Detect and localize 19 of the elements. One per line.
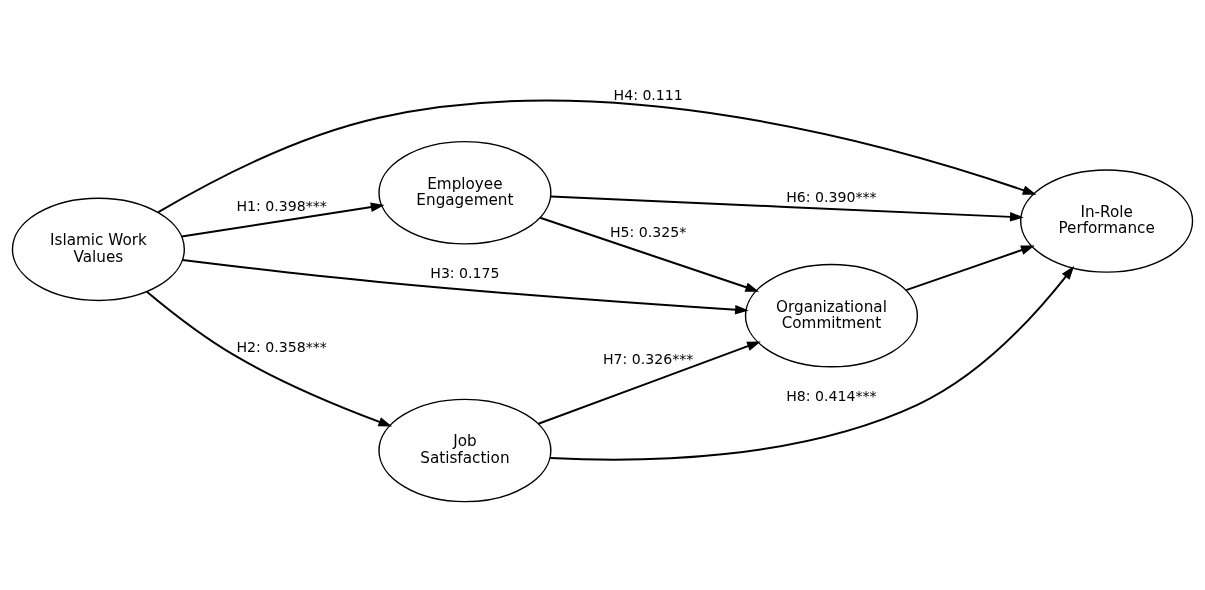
edge-label: H6: 0.390*** [786,188,877,205]
arrow [549,265,1075,461]
edge-label: H8: 0.414*** [786,387,877,404]
edge-label: H7: 0.326*** [602,350,694,367]
arrow [157,99,1037,214]
arrow [181,258,749,315]
arrow [537,341,761,425]
edge-label: H4: 0.111 [613,86,683,103]
edge-label: H3: 0.175 [430,265,500,282]
edge-label: H1: 0.398*** [236,197,327,214]
arrow [905,245,1035,292]
edge-label: H2: 0.358*** [236,338,327,355]
arrow [145,290,393,427]
arrow [549,195,1024,222]
arrow [180,202,385,238]
edge-label: H5: 0.325* [610,223,687,240]
node-ellipse: Employee Engagement [378,140,552,245]
arrow [539,216,760,292]
node-ellipse: Islamic Work Values [11,197,185,302]
